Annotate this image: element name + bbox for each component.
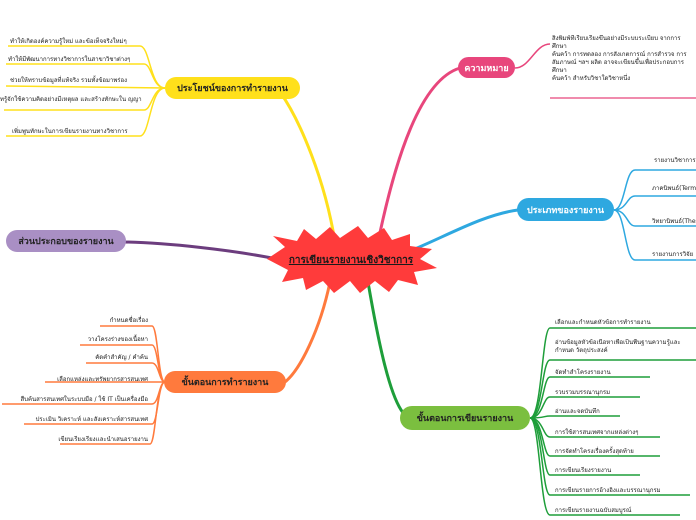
procedure-item[interactable]: สืบค้นสารสนเทศในระบบมือ / ใช้ IT เป็นเคร… <box>20 396 149 403</box>
writing-item[interactable]: การเขียนรายงานฉบับสมบูรณ์ <box>555 507 632 514</box>
writing-item[interactable]: อ่านและจดบันทึก <box>555 408 600 415</box>
meaning-line: สิ่งพิมพ์ที่เรียบเรียงขึ้นอย่างมีระบบระเ… <box>552 35 681 42</box>
meaning-leaf-line <box>514 43 551 69</box>
procedure-item[interactable]: กำหนดชื่อเรื่อง <box>109 317 148 324</box>
types-item[interactable]: วิทยานิพนธ์(Thesis) <box>652 218 696 225</box>
meaning-line: ศึกษา <box>552 43 567 50</box>
topic-procedure[interactable]: ขั้นตอนการทำรายงาน <box>164 371 286 393</box>
center-topic[interactable]: การเขียนรายงานเชิงวิชาการ <box>288 255 414 266</box>
topic-meaning[interactable]: ความหมาย <box>458 57 515 78</box>
center-burst <box>267 226 437 293</box>
writing-item[interactable]: การใช้สารสนเทศจากแหล่งต่างๆ <box>555 429 639 436</box>
writing-leaf-lines <box>529 327 696 516</box>
benefits-item[interactable]: ทำให้มีพัฒนาการทางวิชาการในสาขาวิชาต่างๆ <box>8 56 131 63</box>
writing-item[interactable]: การเขียนเรียงรายงาน <box>555 467 612 474</box>
writing-item[interactable]: การจัดทำโครงเรื่องครั้งสุดท้าย <box>555 448 634 455</box>
topic-benefits[interactable]: ประโยชน์ของการทำรายงาน <box>165 77 300 99</box>
benefits-item[interactable]: ทรู้จักใช้ความคิดอย่างมีเหตุผล และสร้างท… <box>0 96 142 103</box>
topic-writing[interactable]: ขั้นตอนการเขียนรายงาน <box>400 406 530 430</box>
meaning-line: ค้นคว้า สำหรับวิชาใดวิชาหนึ่ง <box>552 75 631 82</box>
branch-line-writing <box>366 281 407 417</box>
meaning-line: ค้นคว้า การทดลอง การสังเกตการณ์ การสำรวจ… <box>552 51 687 58</box>
meaning-text: สิ่งพิมพ์ที่เรียบเรียงขึ้นอย่างมีระบบระเ… <box>552 35 696 83</box>
branch-line-components <box>124 240 273 260</box>
procedure-item[interactable]: วางโครงร่างของเนื้อหา <box>87 336 148 343</box>
writing-item[interactable]: การเขียนรายการอ้างอิงและบรรณานุกรม <box>555 487 661 494</box>
branch-line-procedure <box>284 281 332 384</box>
benefits-item[interactable]: ทำให้เกิดองค์ความรู้ใหม่ และข้อเท็จจริงใ… <box>10 38 127 45</box>
procedure-item[interactable]: เขียนเรียงเรียงเเละนำเสนอรายงาน <box>58 436 148 443</box>
meaning-line: สัมภาษณ์ ฯลฯ ผลิต อาจจะเขียนขึ้นเพื่อประ… <box>552 59 685 66</box>
topic-components[interactable]: ส่วนประกอบของรายงาน <box>6 230 126 252</box>
benefits-leaf-lines <box>4 45 166 137</box>
procedure-item[interactable]: เลือกแหล่งและทรัพยากรสารสนเทศ <box>57 376 148 383</box>
types-item[interactable]: ภาคนิพนธ์(Term Paper) <box>652 185 696 192</box>
meaning-line: ศึกษา <box>552 67 567 74</box>
writing-item[interactable]: รวบรวมบรรณานุกรม <box>555 389 611 396</box>
procedure-item[interactable]: คัดคำสำคัญ / คำค้น <box>95 354 148 361</box>
benefits-item[interactable]: ช่วยให้ทราบข้อมูลที่แท้จริง รวมทั้งข้อมา… <box>10 77 128 84</box>
branch-line-meaning <box>376 66 461 243</box>
writing-item[interactable]: เลือกและกำหนดหัวข้อการทำรายงาน <box>555 319 651 326</box>
writing-item[interactable]: จัดทำสำโครงรายงาน <box>555 369 611 376</box>
types-item[interactable]: รายงานการวิจัย <box>652 251 694 258</box>
procedure-item[interactable]: ประเมิน วิเคราะห์ และสังเคราะห์สารสนเทศ <box>35 416 148 423</box>
procedure-leaf-lines <box>2 325 166 445</box>
benefits-item[interactable]: เพิ่มพูนทักษะในการเขียนรายงานทางวิชาการ <box>12 128 128 135</box>
branch-line-benefits <box>278 91 337 243</box>
types-leaf-lines <box>613 169 696 261</box>
types-item[interactable]: รายงานวิชาการ <box>654 157 696 164</box>
writing-item[interactable]: อ่านข้อมูลหัวข้อเนื้อหาเพื่อเป็นพื้นฐานค… <box>555 339 681 354</box>
topic-types[interactable]: ประเภทของรายงาน <box>517 198 614 221</box>
